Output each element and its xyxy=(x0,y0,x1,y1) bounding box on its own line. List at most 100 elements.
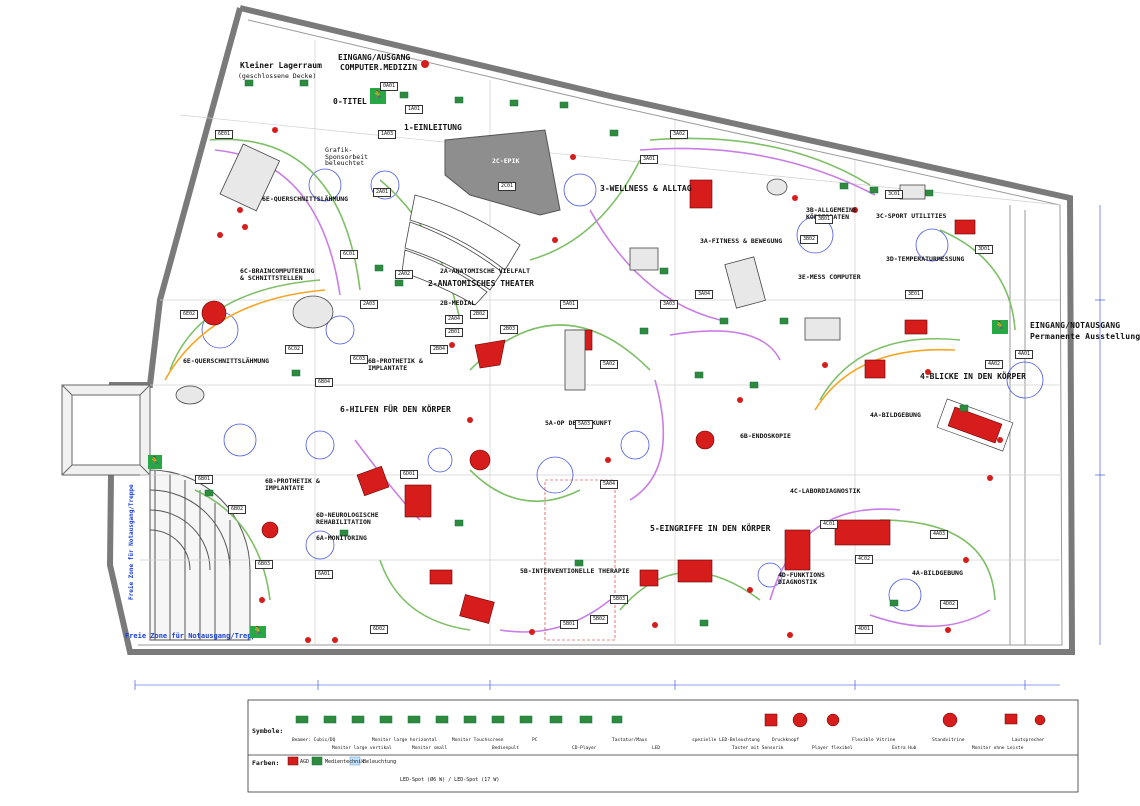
exhibit-tag: 3A02 xyxy=(670,130,689,139)
legend-item: Bedienpult xyxy=(492,746,520,751)
zone-2a-title: 2A-ANATOMISCHE VIELFALT xyxy=(440,267,531,275)
exhibit-tag: 3A04 xyxy=(695,290,714,299)
legend-item: Tastatur/Maus xyxy=(612,738,648,743)
legend-item: Lautsprecher xyxy=(1012,738,1045,743)
exhibit-tag: 4A02 xyxy=(985,360,1004,369)
exhibit-tag: 2A03 xyxy=(360,300,379,309)
exhibit-tag: 2B02 xyxy=(470,310,489,319)
exhibit-tag: 4C01 xyxy=(820,520,839,529)
legend-item: Druckknopf xyxy=(772,738,800,743)
exhibit-tag: 4A03 xyxy=(930,530,949,539)
exhibit-tag: 6D01 xyxy=(400,470,419,479)
exhibit-tag: 6B02 xyxy=(228,505,247,514)
permanent-exhibition-label: Permanente Ausstellung xyxy=(1030,332,1140,341)
curved-staircase xyxy=(149,469,251,641)
legend-colors-label: Farben: xyxy=(252,759,280,767)
storage-room-label: Kleiner Lagerraum xyxy=(240,61,322,70)
exhibit-tag: 3D01 xyxy=(975,245,994,254)
legend-item: Player flexibel xyxy=(812,746,853,751)
legend-red-symbols xyxy=(287,712,1046,766)
legend-frame xyxy=(247,699,1079,793)
exhibit-tag: 2A04 xyxy=(445,315,464,324)
free-zone-vertical-label: Freie Zone für Notausgang/Treppe xyxy=(128,484,135,600)
exit-sign-bottom: 🏃 xyxy=(250,626,266,638)
media-devices-green xyxy=(204,79,969,627)
legend-item: PC xyxy=(532,738,538,743)
exhibit-tag: 2B03 xyxy=(500,325,519,334)
exhibit-tag: 2A01 xyxy=(373,188,392,197)
building-walls xyxy=(106,5,1076,655)
exhibit-tag: 5B03 xyxy=(610,595,629,604)
zone-2b-title: 2B-MEDIAL xyxy=(440,299,476,307)
floor-circles xyxy=(201,168,1044,612)
zone-6b2-title: 6B-PROTHETIK & IMPLANTATE xyxy=(265,477,320,492)
legend-item: Extra Hub xyxy=(892,746,917,751)
exhibit-tag: 3B02 xyxy=(800,235,819,244)
zone-6d-title: 6D-NEUROLOGISCHE REHABILITATION xyxy=(316,511,379,526)
exhibit-tag: 3C01 xyxy=(885,190,904,199)
zone-2-title: 2-ANATOMISCHES THEATER xyxy=(428,279,534,288)
legend-item: Standvitrine xyxy=(932,738,965,743)
exhibit-tag: 5B01 xyxy=(560,620,579,629)
exhibit-tag: 2A02 xyxy=(395,270,414,279)
legend-item: Flexible Vitrine xyxy=(852,738,896,743)
free-zone-label: Freie Zone für Notausgang/Treppe xyxy=(125,632,260,640)
exit-sign-right: 🏃 xyxy=(992,320,1008,334)
sponsor-note: Grafik-Sponsorbeit beleuchtet xyxy=(325,146,369,167)
zone-5b-title: 5B-INTERVENTIONELLE THERAPIE xyxy=(520,567,630,575)
zone-4a2-title: 4A-BILDGEBUNG xyxy=(912,569,963,577)
zone-5-title: 5-EINGRIFFE IN DEN KÖRPER xyxy=(650,524,771,533)
op-area-outline xyxy=(544,479,616,641)
exhibit-tag: 6D02 xyxy=(370,625,389,634)
exhibit-tag: 1A03 xyxy=(378,130,397,139)
emergency-exit-label: EINGANG/NOTAUSGANG xyxy=(1030,321,1121,330)
legend-item: Monitor large horizontal xyxy=(372,738,438,743)
dimension-lines xyxy=(134,205,1105,690)
exhibit-tag: 3A03 xyxy=(660,300,679,309)
exhibit-tag: 5A02 xyxy=(600,360,619,369)
storage-room-sublabel: (geschlossene Decke) xyxy=(238,72,317,80)
zone-1-title: 1-EINLEITUNG xyxy=(404,123,462,132)
legend-symbols xyxy=(295,715,623,724)
entrance-label: EINGANG/AUSGANG xyxy=(338,53,411,62)
device-outlines xyxy=(175,143,926,405)
exhibit-tag: 4D01 xyxy=(855,625,874,634)
exhibit-tag: 6C03 xyxy=(350,355,369,364)
legend-item: CD-Player xyxy=(572,746,597,751)
zone-2c-title: 2C-EPIK xyxy=(492,157,520,165)
exhibit-tag: 1A01 xyxy=(405,105,424,114)
zone-3e-title: 3E-MESS COMPUTER xyxy=(798,273,861,281)
anatomical-theater xyxy=(401,129,561,306)
exhibit-tag: 6B03 xyxy=(255,560,274,569)
zone-6c-title: 6C-BRAINCOMPUTERING & SCHNITTSTELLEN xyxy=(240,267,315,282)
exhibit-tag: 2C01 xyxy=(498,182,517,191)
exhibit-tag: 6E01 xyxy=(215,130,234,139)
spot-markers xyxy=(217,60,1003,643)
grid-lines xyxy=(140,40,1061,645)
exhibit-tag: 2B01 xyxy=(445,328,464,337)
legend-color-light: Beleuchtung xyxy=(363,759,397,765)
zone-6e2-title: 6E-QUERSCHNITTSLÄHMUNG xyxy=(183,357,270,365)
exhibit-tag: 3B01 xyxy=(815,215,834,224)
legend-color-agd: AGD xyxy=(300,759,310,765)
zone-4-title: 4-BLICKE IN DEN KÖRPER xyxy=(920,372,1026,381)
exhibit-tag: 5A03 xyxy=(575,420,594,429)
exhibit-tag: 6A01 xyxy=(315,570,334,579)
exhibit-devices-red xyxy=(201,179,1014,624)
zone-3c-title: 3C-SPORT UTILITIES xyxy=(876,212,947,220)
exhibit-tag: 6B01 xyxy=(195,475,214,484)
exhibit-tag: 4D02 xyxy=(940,600,959,609)
legend-item: Monitor ohne Leiste xyxy=(972,746,1024,751)
exit-sign-top: 🏃 xyxy=(370,88,386,104)
exhibit-tag: 3A01 xyxy=(640,155,659,164)
zone-0-title: 0-TITEL xyxy=(333,97,367,106)
legend-item: Monitor Touchscreen xyxy=(452,738,504,743)
exhibit-tag: 3E01 xyxy=(905,290,924,299)
entrance-sublabel: COMPUTER.MEDIZIN xyxy=(340,63,418,72)
zone-4a-title: 4A-BILDGEBUNG xyxy=(870,411,921,419)
zone-3d-title: 3D-TEMPERATURMESSUNG xyxy=(886,255,965,263)
zone-3a-title: 3A-FITNESS & BEWEGUNG xyxy=(700,237,783,245)
exhibit-tag: 6C01 xyxy=(340,250,359,259)
exhibit-tag: 5A04 xyxy=(600,480,619,489)
